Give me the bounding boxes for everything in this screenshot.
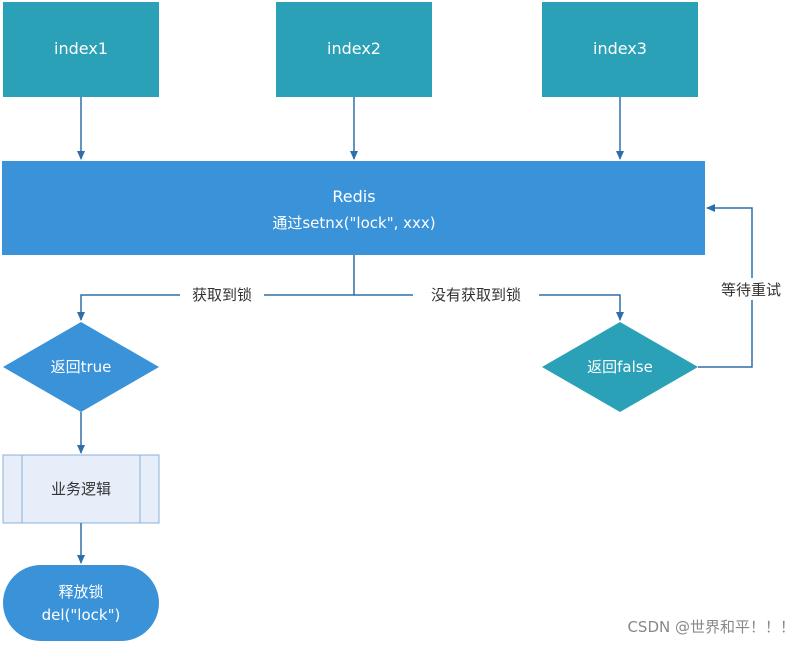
- decision-true-label: 返回true: [51, 358, 112, 376]
- edge-label-got-lock: 获取到锁: [192, 286, 252, 304]
- redis-node: Redis 通过setnx("lock", xxx): [2, 161, 705, 255]
- index2-label: index2: [327, 39, 381, 58]
- release-node: 释放锁 del("lock"): [3, 565, 159, 641]
- index3-label: index3: [593, 39, 647, 58]
- index3-node: index3: [542, 2, 698, 97]
- index1-label: index1: [54, 39, 108, 58]
- decision-true-node: 返回true: [3, 322, 159, 412]
- decision-false-label: 返回false: [587, 358, 653, 376]
- process-node: 业务逻辑: [2, 454, 160, 524]
- edge-label-wait-retry: 等待重试: [721, 281, 781, 299]
- release-title: 释放锁: [58, 583, 103, 601]
- index2-node: index2: [276, 2, 432, 97]
- process-label: 业务逻辑: [51, 480, 111, 498]
- watermark: CSDN @世界和平！！！: [627, 618, 795, 636]
- redis-subtitle: 通过setnx("lock", xxx): [272, 214, 435, 232]
- decision-false-node: 返回false: [542, 322, 698, 412]
- redis-title: Redis: [332, 187, 375, 206]
- release-subtitle: del("lock"): [42, 606, 121, 624]
- index1-node: index1: [3, 2, 159, 97]
- edge-label-no-lock: 没有获取到锁: [431, 286, 521, 304]
